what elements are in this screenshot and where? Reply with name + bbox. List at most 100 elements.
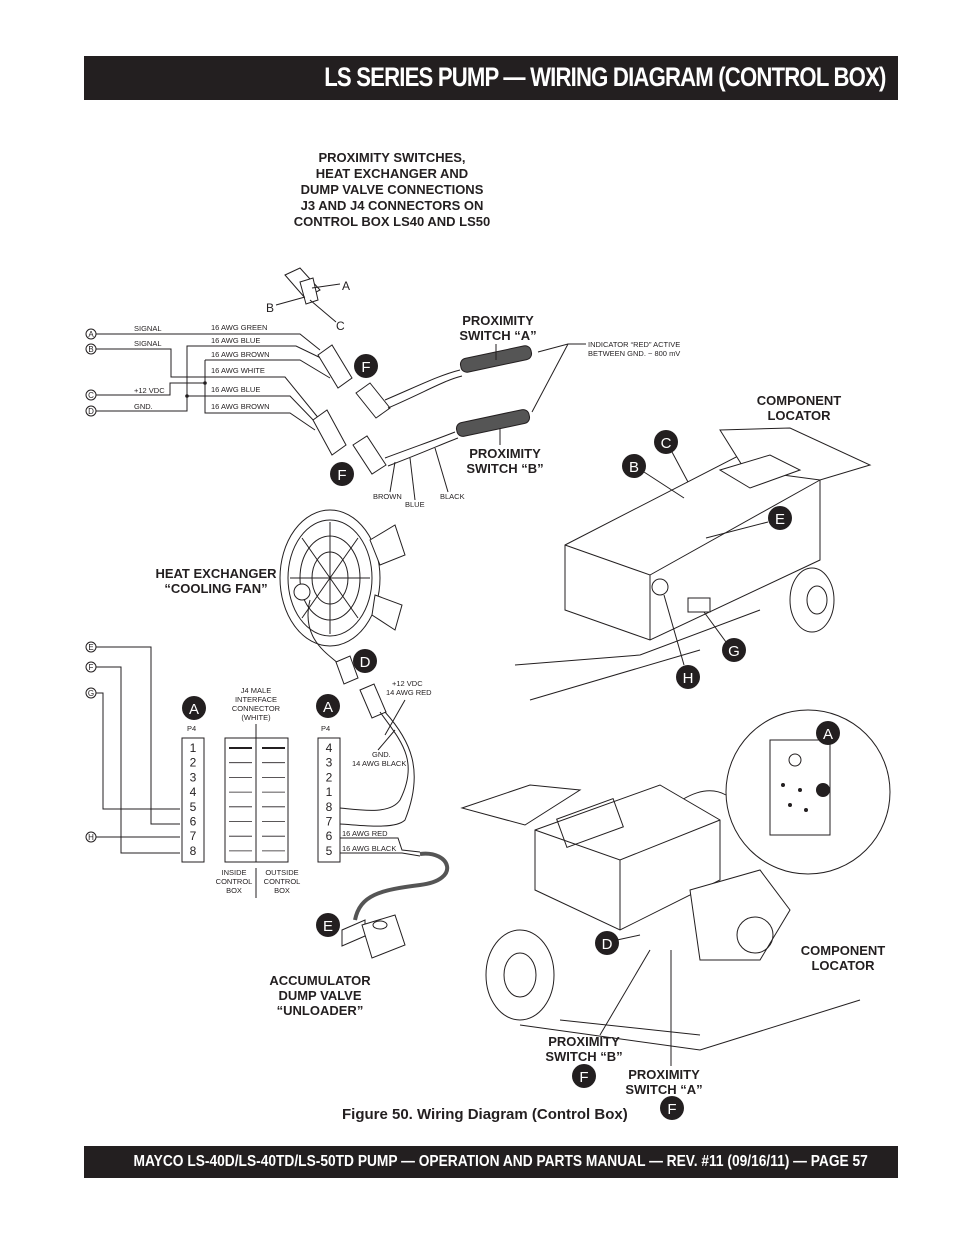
p4-label-left: P4 bbox=[187, 724, 196, 733]
locator-label: COMPONENT bbox=[757, 393, 842, 408]
terminal-b-function: SIGNAL bbox=[134, 339, 162, 348]
j3-terminals: A B C D SIGNAL SIGNAL +12 VDC GND. 16 AW… bbox=[85, 323, 331, 431]
pin-number: 1 bbox=[190, 741, 197, 755]
pin-number: 3 bbox=[190, 770, 197, 784]
callout-f-locator-a: F bbox=[667, 1101, 676, 1118]
j4-connector: J4 MALE INTERFACE CONNECTOR (WHITE) INSI… bbox=[216, 686, 300, 898]
footer-bar: MAYCO LS-40D/LS-40TD/LS-50TD PUMP — OPER… bbox=[84, 1146, 898, 1178]
locator-prox-b-label: SWITCH “B” bbox=[545, 1049, 622, 1064]
wire-label: 16 AWG WHITE bbox=[211, 366, 265, 375]
prox-b-label: PROXIMITY bbox=[469, 446, 541, 461]
dump-valve: E ACCUMULATOR DUMP VALVE “UNLOADER” bbox=[269, 913, 406, 1018]
terminal-d: D bbox=[88, 407, 94, 416]
pin-label-a: A bbox=[342, 279, 350, 293]
j4-terminals: E F G H bbox=[85, 641, 180, 854]
callout-d-label: D bbox=[360, 654, 371, 671]
title-bar: LS SERIES PUMP — WIRING DIAGRAM (CONTROL… bbox=[84, 56, 898, 100]
prox-b-label: SWITCH “B” bbox=[466, 461, 543, 476]
terminal-b: B bbox=[88, 345, 93, 354]
callout-c: C bbox=[661, 435, 672, 452]
locator-label: LOCATOR bbox=[811, 958, 875, 973]
callout-h: H bbox=[683, 670, 694, 687]
fan-gnd-label: GND. bbox=[372, 750, 391, 759]
heading-line: DUMP VALVE CONNECTIONS bbox=[301, 182, 484, 197]
wire-label: 16 AWG BROWN bbox=[211, 402, 269, 411]
terminal-e: E bbox=[88, 643, 93, 652]
pin-number: 6 bbox=[190, 815, 197, 829]
locator-prox-a-label: PROXIMITY bbox=[628, 1067, 700, 1082]
callout-a-left: A bbox=[189, 701, 199, 718]
callout-a-locator: A bbox=[823, 726, 833, 743]
wire-label: 16 AWG BROWN bbox=[211, 350, 269, 359]
inside-label: CONTROL bbox=[216, 877, 253, 886]
fan-label: “COOLING FAN” bbox=[164, 581, 267, 596]
pin-number: 4 bbox=[326, 741, 333, 755]
pin-number: 8 bbox=[190, 844, 197, 858]
prox-connector-lower: F BROWN BLUE BLACK bbox=[312, 409, 531, 509]
pin-number: 5 bbox=[326, 844, 333, 858]
callout-d bbox=[353, 649, 377, 673]
black-wire-label: BLACK bbox=[440, 492, 465, 501]
pin-number: 5 bbox=[190, 800, 197, 814]
terminal-d-function: GND. bbox=[134, 402, 153, 411]
valve-label: “UNLOADER” bbox=[277, 1003, 364, 1018]
pin-number: 7 bbox=[326, 815, 333, 829]
locator-prox-b-label: PROXIMITY bbox=[548, 1034, 620, 1049]
locator-prox-a-label: SWITCH “A” bbox=[625, 1082, 702, 1097]
callout-e-locator: E bbox=[775, 511, 785, 528]
prox-connector-upper: F bbox=[317, 344, 533, 419]
p4-label-right: P4 bbox=[321, 724, 330, 733]
terminal-f: F bbox=[89, 663, 94, 672]
callout-f-upper-label: F bbox=[361, 359, 370, 376]
cooling-fan: HEAT EXCHANGER “COOLING FAN” D +12 VDC 1… bbox=[155, 509, 432, 827]
wire-label: 16 AWG BLUE bbox=[211, 336, 260, 345]
wire-label: 16 AWG BLUE bbox=[211, 385, 260, 394]
connector-illustration: A B C bbox=[266, 267, 350, 333]
terminal-a-function: SIGNAL bbox=[134, 324, 162, 333]
pin-number: 2 bbox=[190, 756, 197, 770]
terminal-c-function: +12 VDC bbox=[134, 386, 165, 395]
pin-number: 6 bbox=[326, 829, 333, 843]
callout-e-valve: E bbox=[323, 918, 333, 935]
callout-f-upper bbox=[354, 354, 378, 378]
brown-wire-label: BROWN bbox=[373, 492, 402, 501]
pin-number: 8 bbox=[326, 800, 333, 814]
heading-line: PROXIMITY SWITCHES, bbox=[318, 150, 465, 165]
callout-f-locator-b: F bbox=[579, 1069, 588, 1086]
prox-a-label: PROXIMITY bbox=[462, 313, 534, 328]
callout-g: G bbox=[728, 643, 740, 660]
pin-label-c: C bbox=[336, 319, 345, 333]
blue-wire-label: BLUE bbox=[405, 500, 425, 509]
component-locator-upper: COMPONENT LOCATOR C B E G H bbox=[514, 393, 872, 701]
fan-label: HEAT EXCHANGER bbox=[155, 566, 277, 581]
callout-d-locator: D bbox=[602, 936, 613, 953]
j4-label: CONNECTOR bbox=[232, 704, 281, 713]
j4-label: INTERFACE bbox=[235, 695, 277, 704]
fan-power-label: 14 AWG RED bbox=[386, 688, 432, 697]
terminal-a: A bbox=[88, 330, 94, 339]
page-title: LS SERIES PUMP — WIRING DIAGRAM (CONTROL… bbox=[324, 62, 887, 92]
outside-label: OUTSIDE bbox=[265, 868, 298, 877]
j4-label: J4 MALE bbox=[241, 686, 271, 695]
dump-wire-label: 16 AWG BLACK bbox=[342, 844, 396, 853]
wire-label: 16 AWG GREEN bbox=[211, 323, 267, 332]
callout-f-lower-label: F bbox=[337, 467, 346, 484]
callout-f-lower bbox=[330, 462, 354, 486]
terminal-g: G bbox=[88, 689, 94, 698]
locator-label: COMPONENT bbox=[801, 943, 886, 958]
valve-label: ACCUMULATOR bbox=[269, 973, 371, 988]
callout-a-right: A bbox=[323, 699, 333, 716]
component-locator-lower: A D COMPONENT LOCATOR PROXIMITY SWITCH “… bbox=[460, 709, 891, 1120]
diagram-heading: PROXIMITY SWITCHES, HEAT EXCHANGER AND D… bbox=[294, 150, 490, 229]
indicator-note: INDICATOR “RED” ACTIVE bbox=[588, 340, 680, 349]
heading-line: HEAT EXCHANGER AND bbox=[316, 166, 468, 181]
fan-power-label: +12 VDC bbox=[392, 679, 423, 688]
pin-number: 4 bbox=[190, 785, 197, 799]
locator-label: LOCATOR bbox=[767, 408, 831, 423]
pin-number: 7 bbox=[190, 829, 197, 843]
heading-line: J3 AND J4 CONNECTORS ON bbox=[301, 198, 484, 213]
dump-wire-label: 16 AWG RED bbox=[342, 829, 388, 838]
